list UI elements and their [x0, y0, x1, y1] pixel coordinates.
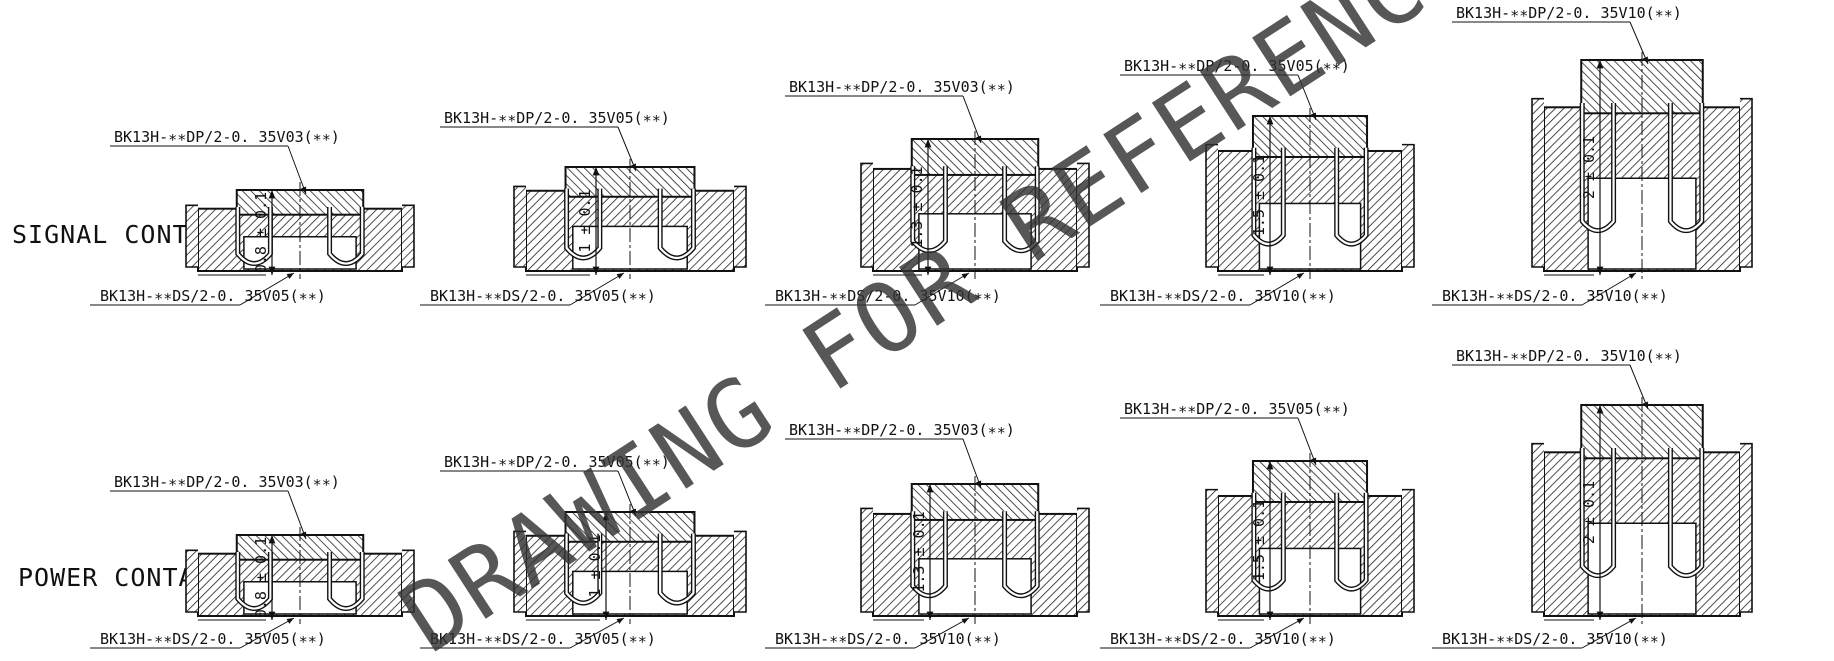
callout-arrow — [287, 145, 307, 195]
contact-spring-inner — [1669, 103, 1703, 232]
contact-spring-inner — [328, 207, 364, 265]
callout-arrow — [617, 470, 637, 517]
top-part-label: BK13H-∗∗DP/2-0. 35V10(∗∗) — [1456, 347, 1682, 365]
side-shell — [1077, 162, 1090, 268]
top-part-label: BK13H-∗∗DP/2-0. 35V05(∗∗) — [444, 453, 670, 471]
side-shell — [1077, 507, 1090, 613]
side-shell — [1402, 143, 1415, 268]
callout-arrow — [1581, 617, 1637, 649]
side-shell — [860, 162, 873, 268]
callout-arrow — [1249, 617, 1305, 649]
dimension-label: 0.8 ± 0.1 — [252, 537, 270, 618]
dimension-label: 1.5 ± 0.1 — [1250, 155, 1268, 236]
callout-arrow — [1629, 21, 1649, 65]
dimension-label: 2 ± 0.1 — [1580, 136, 1598, 199]
bottom-part-label: BK13H-∗∗DS/2-0. 35V10(∗∗) — [1110, 287, 1336, 305]
top-part-label: BK13H-∗∗DP/2-0. 35V05(∗∗) — [444, 109, 670, 127]
side-shell — [1205, 143, 1218, 268]
connector-unit-1-4: 2 ± 0.1 BK13H-∗∗DP/2-0. 35V10(∗∗) BK13H-∗∗… — [1432, 347, 1753, 649]
callout-arrow — [962, 95, 982, 144]
connector-unit-0-4: 2 ± 0.1 BK13H-∗∗DP/2-0. 35V10(∗∗) BK13H-∗∗… — [1432, 4, 1753, 306]
side-shell — [1740, 97, 1753, 268]
callout-arrow — [1629, 364, 1649, 410]
contact-spring-inner — [659, 533, 695, 605]
dimension-label: 1.3 ± 0.1 — [910, 511, 928, 592]
callout-arrow — [569, 272, 625, 306]
callout-arrow — [239, 617, 295, 649]
dimension-label: 1.3 ± 0.1 — [908, 166, 926, 247]
bottom-part-label: BK13H-∗∗DS/2-0. 35V10(∗∗) — [1110, 630, 1336, 648]
side-shell — [402, 549, 415, 613]
side-shell — [1205, 488, 1218, 613]
connector-unit-1-0: 0.8 ± 0.1 BK13H-∗∗DP/2-0. 35V03(∗∗) BK13H-… — [90, 473, 415, 649]
callout-arrow — [1297, 417, 1317, 466]
contact-spring-inner — [565, 188, 601, 260]
side-shell — [734, 530, 747, 613]
callout-arrow — [1249, 272, 1305, 306]
contact-spring-inner — [1669, 448, 1703, 577]
top-part-label: BK13H-∗∗DP/2-0. 35V10(∗∗) — [1456, 4, 1682, 22]
connector-unit-0-2: 1.3 ± 0.1 BK13H-∗∗DP/2-0. 35V03(∗∗) BK13H-… — [765, 78, 1090, 306]
side-shell — [185, 204, 198, 268]
bottom-part-label: BK13H-∗∗DS/2-0. 35V10(∗∗) — [775, 287, 1001, 305]
side-shell — [1402, 488, 1415, 613]
side-shell — [734, 185, 747, 268]
dimension-label: 1 ± 0.1 — [576, 189, 594, 252]
contact-spring-inner — [328, 552, 364, 610]
callout-arrow — [914, 272, 970, 306]
contact-spring-inner — [565, 533, 601, 605]
callout-arrow — [914, 617, 970, 649]
bottom-part-label: BK13H-∗∗DS/2-0. 35V10(∗∗) — [775, 630, 1001, 648]
callout-arrow — [287, 490, 307, 540]
connector-unit-0-3: 1.5 ± 0.1 BK13H-∗∗DP/2-0. 35V05(∗∗) BK13H-… — [1100, 57, 1415, 306]
side-shell — [513, 530, 526, 613]
contact-spring-inner — [1335, 147, 1368, 246]
bottom-part-label: BK13H-∗∗DS/2-0. 35V10(∗∗) — [1442, 630, 1668, 648]
callout-arrow — [1297, 74, 1317, 121]
dimension-label: 2 ± 0.1 — [1580, 481, 1598, 544]
side-shell — [1531, 442, 1544, 613]
bottom-part-label: BK13H-∗∗DS/2-0. 35V05(∗∗) — [100, 287, 326, 305]
side-shell — [860, 507, 873, 613]
connector-unit-1-2: 1.3 ± 0.1 BK13H-∗∗DP/2-0. 35V03(∗∗) BK13H-… — [765, 421, 1090, 649]
top-part-label: BK13H-∗∗DP/2-0. 35V03(∗∗) — [114, 473, 340, 491]
dimension-label: 0.8 ± 0.1 — [252, 192, 270, 273]
connector-unit-1-3: 1.5 ± 0.1 BK13H-∗∗DP/2-0. 35V05(∗∗) BK13H-… — [1100, 400, 1415, 649]
contact-spring-inner — [659, 188, 695, 260]
bottom-part-label: BK13H-∗∗DS/2-0. 35V05(∗∗) — [100, 630, 326, 648]
top-part-label: BK13H-∗∗DP/2-0. 35V03(∗∗) — [789, 78, 1015, 96]
connector-unit-0-1: 1 ± 0.1 BK13H-∗∗DP/2-0. 35V05(∗∗) BK13H-∗∗… — [420, 109, 747, 306]
callout-arrow — [1581, 272, 1637, 306]
bottom-part-label: BK13H-∗∗DS/2-0. 35V05(∗∗) — [430, 287, 656, 305]
top-part-label: BK13H-∗∗DP/2-0. 35V03(∗∗) — [789, 421, 1015, 439]
connector-unit-1-1: 1 ± 0.1 BK13H-∗∗DP/2-0. 35V05(∗∗) BK13H-∗∗… — [420, 453, 747, 649]
callout-arrow — [962, 438, 982, 489]
contact-spring-inner — [1003, 166, 1039, 252]
top-part-label: BK13H-∗∗DP/2-0. 35V03(∗∗) — [114, 128, 340, 146]
bottom-part-label: BK13H-∗∗DS/2-0. 35V05(∗∗) — [430, 630, 656, 648]
bottom-part-label: BK13H-∗∗DS/2-0. 35V10(∗∗) — [1442, 287, 1668, 305]
top-part-label: BK13H-∗∗DP/2-0. 35V05(∗∗) — [1124, 57, 1350, 75]
callout-arrow — [617, 126, 637, 172]
dimension-label: 1 ± 0.1 — [586, 534, 604, 597]
side-shell — [513, 185, 526, 268]
connector-unit-0-0: 0.8 ± 0.1 BK13H-∗∗DP/2-0. 35V03(∗∗) BK13H-… — [90, 128, 415, 306]
side-shell — [1531, 97, 1544, 268]
dimension-label: 1.5 ± 0.1 — [1250, 500, 1268, 581]
callout-arrow — [569, 617, 625, 649]
side-shell — [185, 549, 198, 613]
contact-spring-inner — [1335, 492, 1368, 591]
side-shell — [1740, 442, 1753, 613]
callout-arrow — [239, 272, 295, 306]
top-part-label: BK13H-∗∗DP/2-0. 35V05(∗∗) — [1124, 400, 1350, 418]
contact-spring-inner — [1003, 511, 1039, 597]
side-shell — [402, 204, 415, 268]
